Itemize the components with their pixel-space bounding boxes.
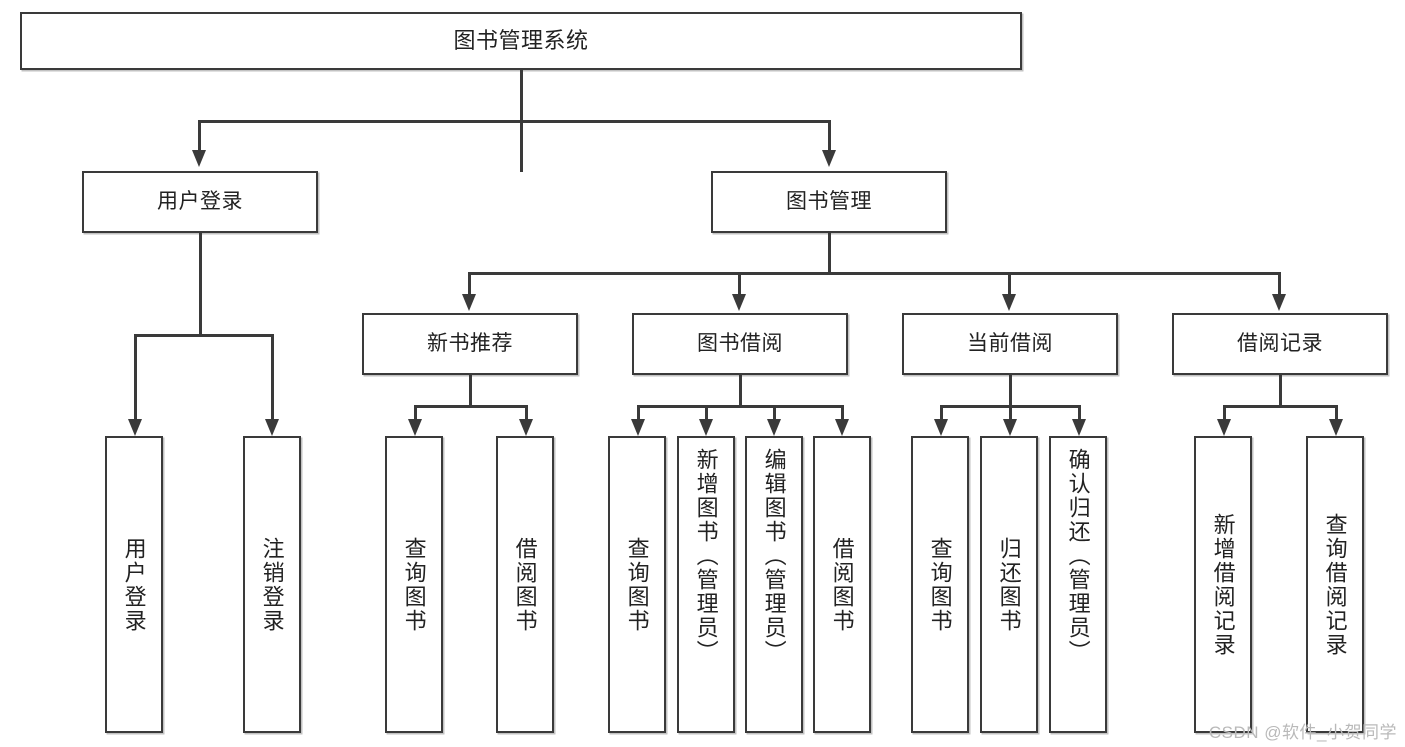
node-root[interactable]: 图书管理系统 xyxy=(20,12,1022,70)
node-user-login-label: 用户登录 xyxy=(157,190,243,214)
connector-borrow-record-drop-1 xyxy=(1223,405,1226,419)
node-book-manage[interactable]: 图书管理 xyxy=(711,171,947,233)
connector-current-borrow-drop-3 xyxy=(1078,405,1081,419)
connector-book-manage-stem xyxy=(828,233,831,272)
node-leaf-user-login[interactable]: 用户登录 xyxy=(105,436,163,733)
arrow-to-leaf-query-book-3 xyxy=(934,419,948,436)
arrow-to-leaf-edit-book xyxy=(767,419,781,436)
node-current-borrow-label: 当前借阅 xyxy=(967,332,1053,356)
connector-book-borrow-stem xyxy=(739,375,742,405)
arrow-to-leaf-query-record xyxy=(1329,419,1343,436)
arrow-to-leaf-borrow-book-2 xyxy=(835,419,849,436)
node-leaf-confirm-return-label: 确认归还（管理员） xyxy=(1065,448,1091,664)
node-leaf-logout[interactable]: 注销登录 xyxy=(243,436,301,733)
connector-new-book-rec-drop-2 xyxy=(525,405,528,419)
node-leaf-add-book[interactable]: 新增图书（管理员） xyxy=(677,436,735,733)
node-user-login[interactable]: 用户登录 xyxy=(82,171,318,233)
arrow-to-leaf-add-book xyxy=(699,419,713,436)
arrow-to-current-borrow xyxy=(1002,294,1016,311)
connector-level2-left-drop xyxy=(198,120,201,150)
connector-level3-drop-1 xyxy=(468,272,471,294)
connector-level2-right-drop xyxy=(828,120,831,150)
node-book-manage-label: 图书管理 xyxy=(786,190,872,214)
node-current-borrow[interactable]: 当前借阅 xyxy=(902,313,1118,375)
arrow-to-leaf-query-book-1 xyxy=(408,419,422,436)
node-leaf-borrow-book-2-label: 借阅图书 xyxy=(829,536,855,633)
connector-current-borrow-stem xyxy=(1009,375,1012,405)
node-leaf-logout-label: 注销登录 xyxy=(259,536,285,633)
connector-book-borrow-drop-2 xyxy=(705,405,708,419)
arrow-to-new-book-rec xyxy=(462,294,476,311)
connector-new-book-rec-bus xyxy=(414,405,525,408)
connector-user-login-stem xyxy=(199,233,202,334)
node-leaf-query-record[interactable]: 查询借阅记录 xyxy=(1306,436,1364,733)
node-leaf-confirm-return[interactable]: 确认归还（管理员） xyxy=(1049,436,1107,733)
node-new-book-rec[interactable]: 新书推荐 xyxy=(362,313,578,375)
node-leaf-query-book-1-label: 查询图书 xyxy=(401,536,427,633)
node-leaf-add-record-label: 新增借阅记录 xyxy=(1210,512,1236,657)
node-leaf-borrow-book-2[interactable]: 借阅图书 xyxy=(813,436,871,733)
node-leaf-query-book-1[interactable]: 查询图书 xyxy=(385,436,443,733)
node-borrow-record-label: 借阅记录 xyxy=(1237,332,1323,356)
node-leaf-edit-book[interactable]: 编辑图书（管理员） xyxy=(745,436,803,733)
arrow-to-user-login xyxy=(192,150,206,167)
connector-book-borrow-drop-1 xyxy=(637,405,640,419)
node-root-label: 图书管理系统 xyxy=(453,27,589,53)
connector-borrow-record-stem xyxy=(1279,375,1282,405)
node-leaf-query-record-label: 查询借阅记录 xyxy=(1322,512,1348,657)
connector-new-book-rec-drop-1 xyxy=(414,405,417,419)
node-leaf-edit-book-label: 编辑图书（管理员） xyxy=(761,448,787,664)
arrow-to-leaf-logout xyxy=(265,419,279,436)
connector-new-book-rec-stem xyxy=(469,375,472,405)
node-book-borrow-label: 图书借阅 xyxy=(697,332,783,356)
node-leaf-return-book-label: 归还图书 xyxy=(996,536,1022,633)
node-borrow-record[interactable]: 借阅记录 xyxy=(1172,313,1388,375)
connector-user-login-drop-2 xyxy=(271,334,274,419)
node-new-book-rec-label: 新书推荐 xyxy=(427,332,513,356)
node-leaf-query-book-2[interactable]: 查询图书 xyxy=(608,436,666,733)
node-leaf-query-book-2-label: 查询图书 xyxy=(624,536,650,633)
connector-user-login-bus xyxy=(134,334,273,337)
connector-level2-bus xyxy=(198,120,830,123)
node-book-borrow[interactable]: 图书借阅 xyxy=(632,313,848,375)
connector-book-borrow-bus xyxy=(637,405,841,408)
arrow-to-borrow-record xyxy=(1272,294,1286,311)
connector-level3-drop-3 xyxy=(1008,272,1011,294)
connector-borrow-record-bus xyxy=(1223,405,1335,408)
node-leaf-return-book[interactable]: 归还图书 xyxy=(980,436,1038,733)
connector-borrow-record-drop-2 xyxy=(1335,405,1338,419)
connector-level3-drop-4 xyxy=(1278,272,1281,294)
arrow-to-leaf-query-book-2 xyxy=(631,419,645,436)
arrow-to-book-manage xyxy=(822,150,836,167)
arrow-to-leaf-borrow-book-1 xyxy=(519,419,533,436)
connector-book-borrow-drop-3 xyxy=(773,405,776,419)
node-leaf-user-login-label: 用户登录 xyxy=(121,536,147,633)
node-leaf-query-book-3-label: 查询图书 xyxy=(927,536,953,633)
connector-user-login-drop-1 xyxy=(134,334,137,419)
arrow-to-book-borrow xyxy=(732,294,746,311)
node-leaf-add-book-label: 新增图书（管理员） xyxy=(693,448,719,664)
connector-level3-bus xyxy=(468,272,1279,275)
connector-current-borrow-drop-2 xyxy=(1009,405,1012,419)
arrow-to-leaf-add-record xyxy=(1217,419,1231,436)
node-leaf-add-record[interactable]: 新增借阅记录 xyxy=(1194,436,1252,733)
connector-level3-drop-2 xyxy=(738,272,741,294)
node-leaf-query-book-3[interactable]: 查询图书 xyxy=(911,436,969,733)
connector-current-borrow-drop-1 xyxy=(940,405,943,419)
connector-book-borrow-drop-4 xyxy=(841,405,844,419)
node-leaf-borrow-book-1[interactable]: 借阅图书 xyxy=(496,436,554,733)
arrow-to-leaf-user-login xyxy=(128,419,142,436)
node-leaf-borrow-book-1-label: 借阅图书 xyxy=(512,536,538,633)
arrow-to-leaf-confirm-return xyxy=(1072,419,1086,436)
arrow-to-leaf-return-book xyxy=(1003,419,1017,436)
